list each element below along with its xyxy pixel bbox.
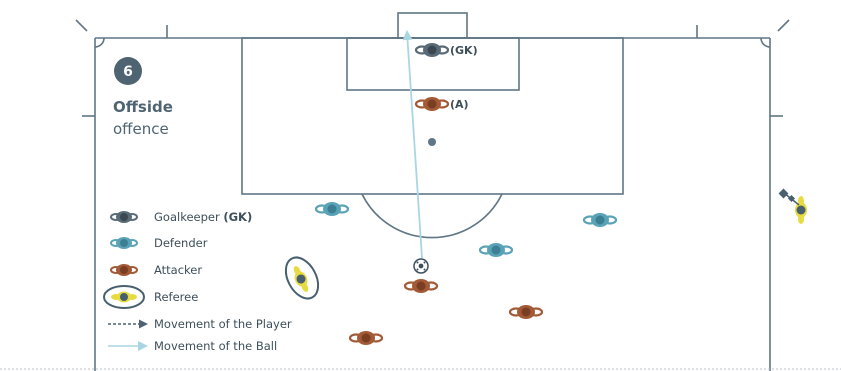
goalkeeper-tag: (GK): [450, 44, 478, 57]
legend-player-movement-label: Movement of the Player: [154, 317, 292, 331]
player-attacker: [348, 331, 384, 345]
legend-referee-label: Referee: [154, 290, 198, 304]
assistant-referee: [778, 188, 807, 224]
penalty-arc: [361, 193, 503, 239]
corner-mark-top-right: [777, 19, 790, 32]
ball-path-arrow: [402, 30, 423, 259]
legend-ball-movement-label: Movement of the Ball: [154, 339, 277, 353]
referee: [284, 256, 320, 300]
legend-defender-icon: [110, 237, 138, 249]
legend-referee-icon: [103, 285, 145, 309]
scenario-badge: 6: [114, 57, 142, 85]
legend-attacker-icon: [110, 264, 138, 276]
attacker-tag: (A): [450, 98, 469, 111]
penalty-spot: [428, 138, 436, 146]
player-attacker: [403, 279, 439, 293]
corner-arc-right: [760, 37, 771, 48]
legend-attacker-label: Attacker: [154, 263, 202, 277]
flag-icon: [778, 188, 789, 199]
pitch-markings: [75, 12, 790, 371]
badge-number: 6: [123, 64, 133, 80]
title-line2: offence: [113, 120, 169, 138]
legend-defender-label: Defender: [154, 236, 208, 250]
legend-goalkeeper-label: Goalkeeper (GK): [154, 210, 252, 224]
player-attacker: [508, 305, 544, 319]
legend: Goalkeeper (GK) Defender Attacker Refere…: [103, 210, 292, 353]
corner-mark-top-left: [75, 19, 88, 32]
player-defender: [314, 202, 350, 216]
corner-arc-left: [94, 37, 105, 48]
player-goalkeeper: [414, 43, 450, 57]
title-line1: Offside: [113, 98, 173, 116]
player-defender: [582, 213, 618, 227]
player-defender: [478, 243, 514, 257]
goal: [397, 12, 468, 39]
penalty-area: [241, 37, 624, 195]
ball: [413, 258, 429, 274]
legend-goalkeeper-icon: [110, 211, 138, 223]
player-attacker-a: [414, 97, 450, 111]
